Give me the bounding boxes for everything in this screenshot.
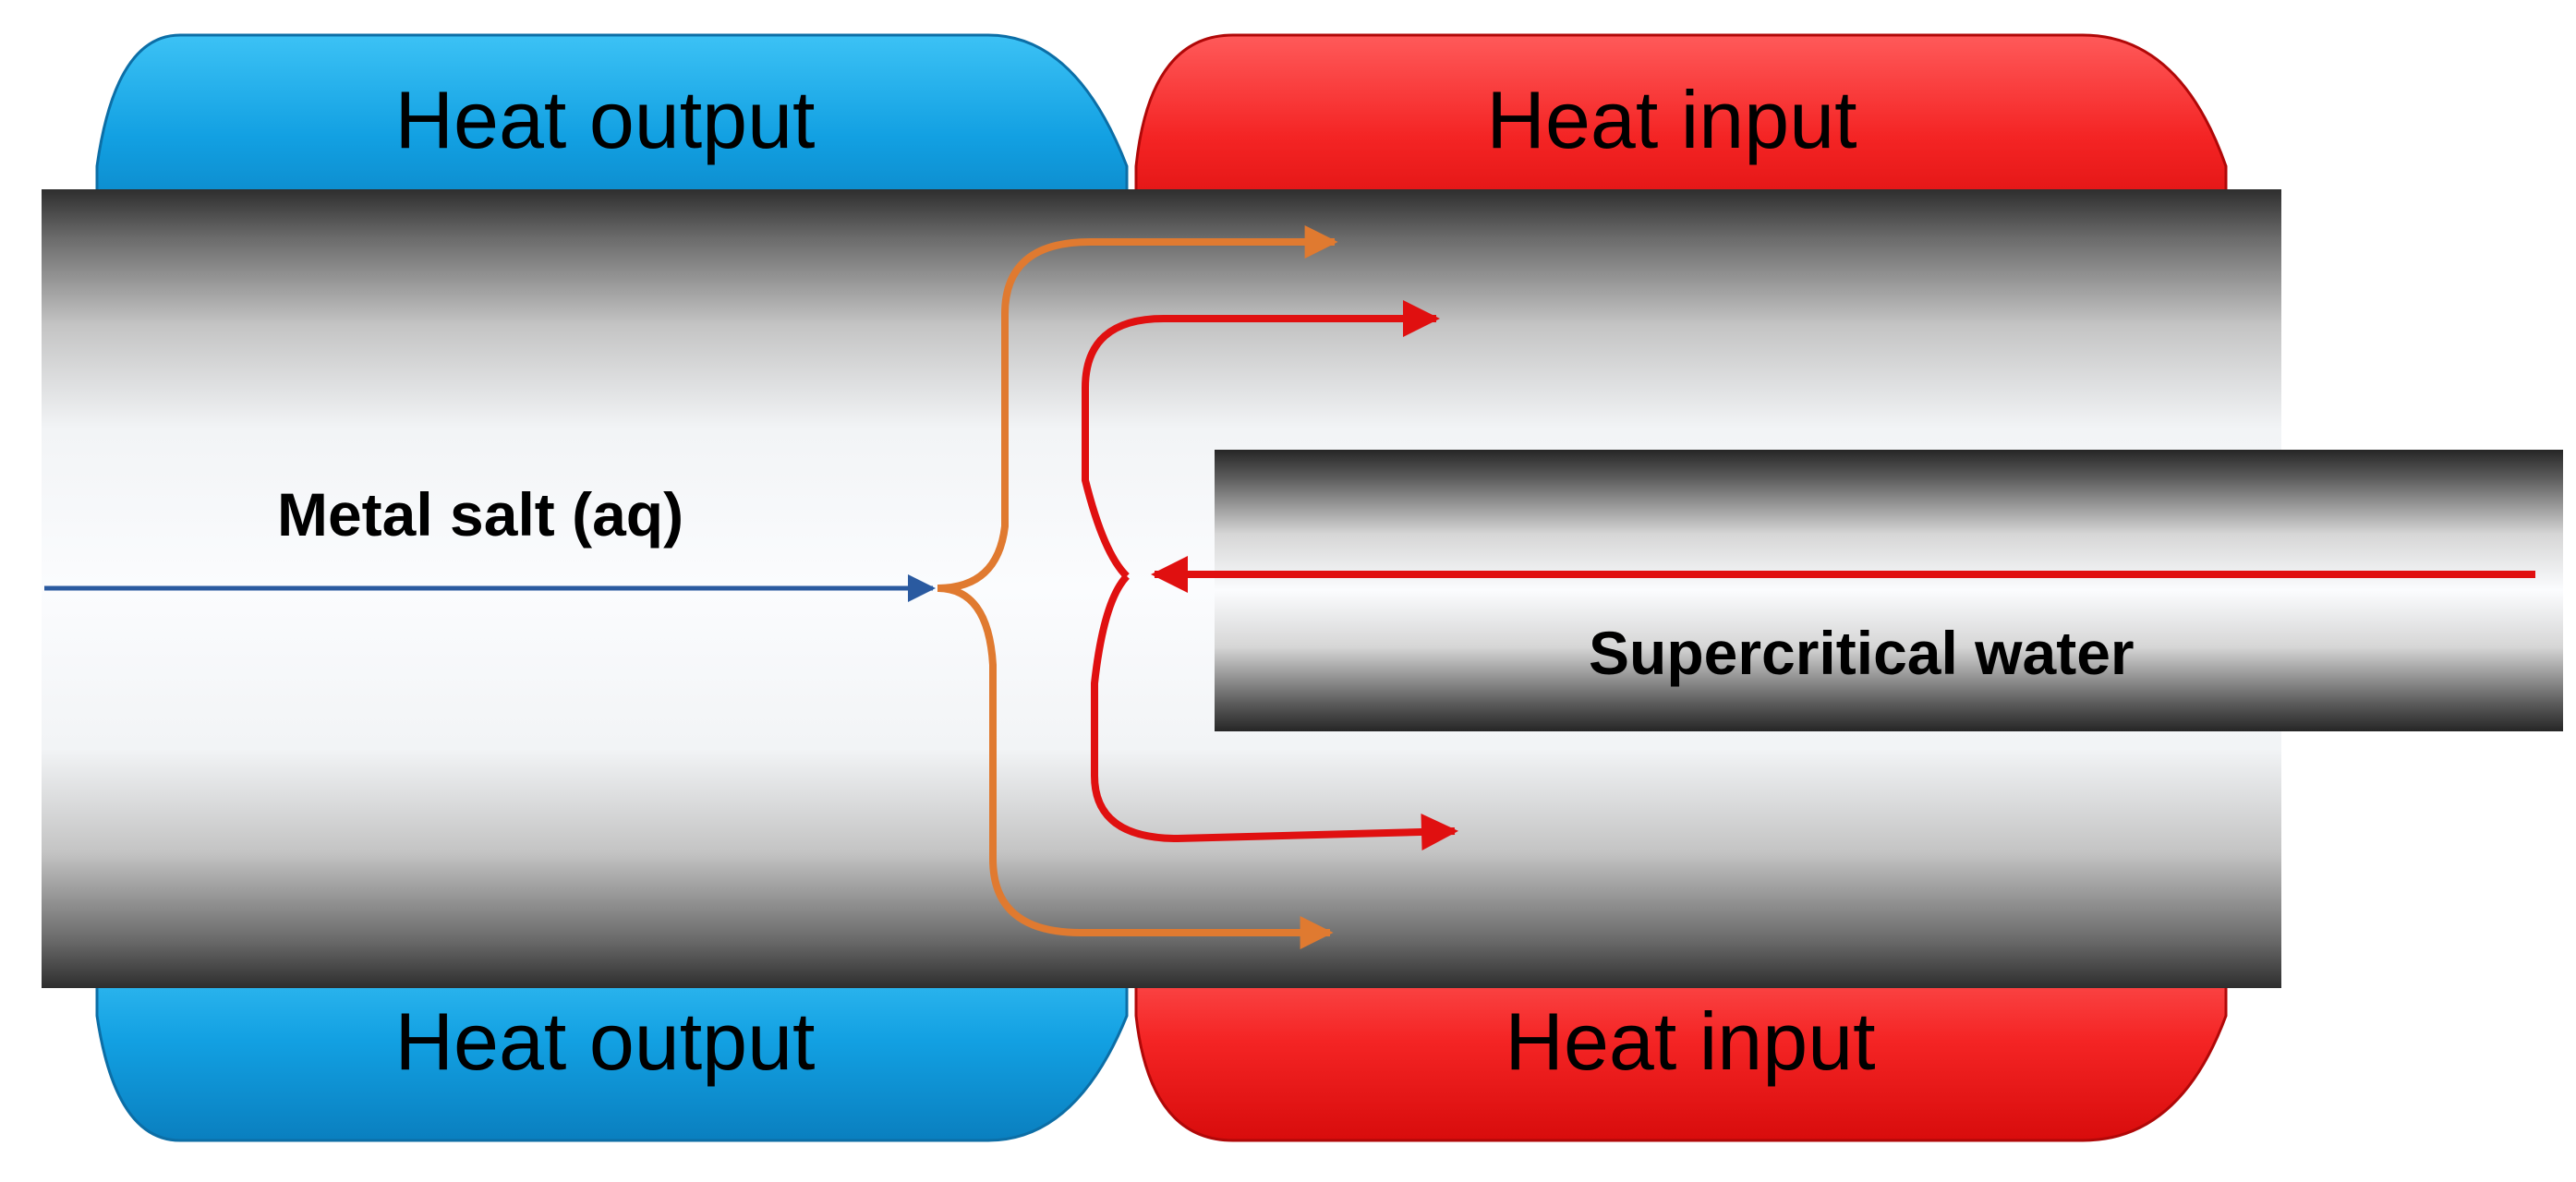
supercritical-mixing-bracket-top	[1082, 300, 1440, 579]
supercritical-mixing-bracket-bottom	[1091, 573, 1458, 850]
metal-salt-label: Metal salt (aq)	[277, 480, 683, 549]
inner-supercritical-tube	[1215, 450, 2563, 731]
heat-input-top-label: Heat input	[1486, 74, 1856, 165]
heating-jacket-bottom	[1134, 940, 2228, 1142]
mixed-flow-bracket-top	[937, 225, 1338, 592]
mixed-flow-bracket-bottom	[937, 585, 1334, 949]
heat-output-bottom-label: Heat output	[395, 995, 816, 1087]
cooling-jacket-bottom	[95, 940, 1129, 1142]
supercritical-water-label: Supercritical water	[1589, 619, 2135, 687]
heat-output-top-label: Heat output	[395, 74, 816, 165]
heat-input-bottom-label: Heat input	[1505, 995, 1875, 1087]
